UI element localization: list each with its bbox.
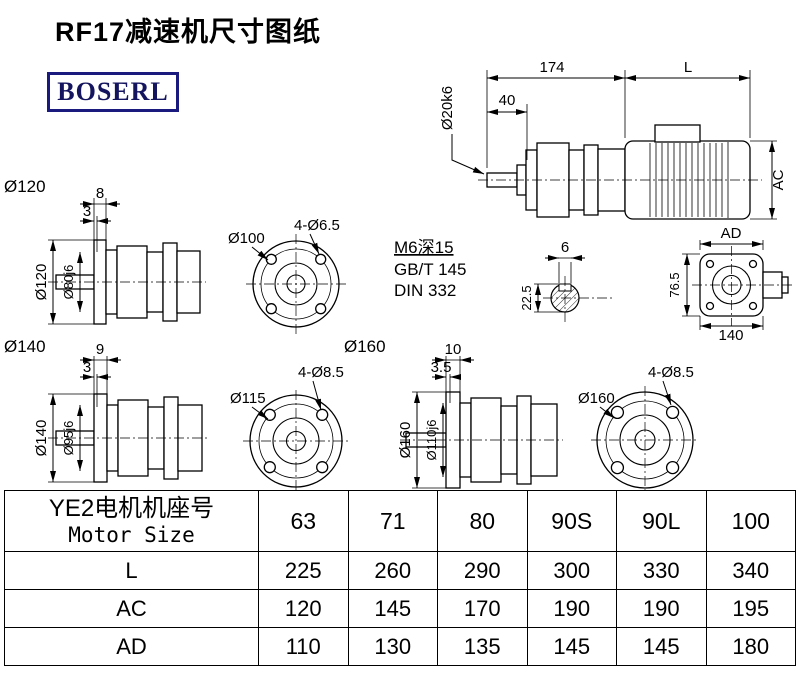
row-label-L: L: [4, 551, 259, 590]
table-row-AD: AD 110 130 135 145 145 180: [4, 627, 796, 666]
motor-size-100: 100: [705, 490, 796, 552]
L-63: 225: [258, 551, 349, 590]
flange-120-title: Ø120: [4, 177, 46, 196]
L-90l: 330: [616, 551, 707, 590]
boserl-logo: BOSERL: [47, 72, 179, 112]
AD-90s: 145: [526, 627, 617, 666]
shaft-diameter-label: Ø20k6: [439, 86, 456, 130]
note-gbt145: GB/T 145: [394, 260, 466, 279]
AD-80: 135: [437, 627, 528, 666]
key-height-dim: 22.5: [519, 285, 534, 310]
ad-output-view: AD 76.5 140: [667, 225, 794, 344]
AD-71: 130: [347, 627, 438, 666]
motor-size-label-en: Motor Size: [68, 523, 195, 548]
flange-120-spigot-dia: Ø80j6: [61, 265, 76, 300]
AD-100: 180: [705, 627, 796, 666]
dim-40-label: 40: [499, 92, 516, 109]
dim-AC-label: AC: [770, 169, 787, 190]
flange-160-title: Ø160: [344, 337, 386, 356]
dim-3-label: 3: [83, 203, 91, 220]
motor-size-header-cell: YE2电机机座号 Motor Size: [4, 490, 259, 552]
flange-120-group: Ø120 8 3 Ø120 Ø80j6: [4, 177, 346, 334]
motor-size-90l: 90L: [616, 490, 707, 552]
flange-160-spigot-dia: Ø110j6: [424, 420, 439, 461]
motor-size-90s: 90S: [526, 490, 617, 552]
AC-63: 120: [258, 589, 349, 628]
flange-140-spigot-dia: Ø95j6: [61, 421, 76, 456]
logo-text: BOSERL: [57, 77, 169, 106]
flange-140-title: Ø140: [4, 337, 46, 356]
flange-160-group: Ø160 10 3.5 Ø160 Ø110j6: [344, 337, 699, 490]
motor-size-63: 63: [258, 490, 349, 552]
flange-120-outer-dia: Ø120: [33, 264, 50, 301]
table-row-AC: AC 120 145 170 190 190 195: [4, 589, 796, 628]
motor-size-71: 71: [347, 490, 438, 552]
flange-140-bolt-circle: Ø115: [230, 390, 266, 407]
L-90s: 300: [526, 551, 617, 590]
dim-AD-label: AD: [721, 225, 742, 242]
L-71: 260: [347, 551, 438, 590]
tapping-notes: M6深15 GB/T 145 DIN 332: [394, 238, 466, 300]
key-width-dim: 6: [561, 239, 569, 256]
table-row-L: L 225 260 290 300 330 340: [4, 551, 796, 590]
assembly-side-view: 174 L 40 Ø20k6 AC: [439, 59, 787, 220]
shaft-key-section: 6 22.5: [519, 239, 614, 322]
motor-size-80: 80: [437, 490, 528, 552]
dimension-table: YE2电机机座号 Motor Size 63 71 80 90S 90L 100…: [4, 490, 796, 666]
AC-100: 195: [705, 589, 796, 628]
note-m6-depth: M6深15: [394, 238, 454, 257]
AD-90l: 145: [616, 627, 707, 666]
page-title: RF17减速机尺寸图纸: [55, 17, 322, 47]
table-header-row: YE2电机机座号 Motor Size 63 71 80 90S 90L 100: [4, 490, 796, 552]
terminal-box: [654, 124, 701, 143]
row-label-AC: AC: [4, 589, 259, 628]
dim-140-label: 140: [718, 327, 743, 344]
dim-9-label: 9: [96, 341, 104, 358]
AC-71: 145: [347, 589, 438, 628]
flange-120-bolt-circle: Ø100: [228, 230, 265, 247]
dim-3b-label: 3: [83, 359, 91, 376]
flange-160-outer-dia: Ø160: [397, 422, 414, 459]
AD-63: 110: [258, 627, 349, 666]
dim-174-label: 174: [539, 59, 564, 76]
flange-140-holes: 4-Ø8.5: [298, 364, 344, 381]
dim-76-5-label: 76.5: [667, 272, 682, 297]
L-100: 340: [705, 551, 796, 590]
flange-160-holes: 4-Ø8.5: [648, 364, 694, 381]
L-80: 290: [437, 551, 528, 590]
technical-drawing: 174 L 40 Ø20k6 AC M6深15 GB/T 145 DIN 332…: [4, 59, 794, 490]
dim-3-5-label: 3.5: [431, 359, 452, 376]
flange-140-group: Ø140 9 3 Ø140 Ø95j6: [4, 337, 349, 490]
flange-160-front-dia: Ø160: [578, 390, 615, 407]
flange-120-holes: 4-Ø6.5: [294, 217, 340, 234]
motor-size-label-cn: YE2电机机座号: [48, 495, 215, 523]
row-label-AD: AD: [4, 627, 259, 666]
AC-90s: 190: [526, 589, 617, 628]
AC-80: 170: [437, 589, 528, 628]
dim-8-label: 8: [96, 185, 104, 202]
dim-L-label: L: [684, 59, 692, 76]
flange-140-outer-dia: Ø140: [33, 420, 50, 457]
AC-90l: 190: [616, 589, 707, 628]
note-din332: DIN 332: [394, 281, 456, 300]
dim-10-label: 10: [445, 341, 462, 358]
